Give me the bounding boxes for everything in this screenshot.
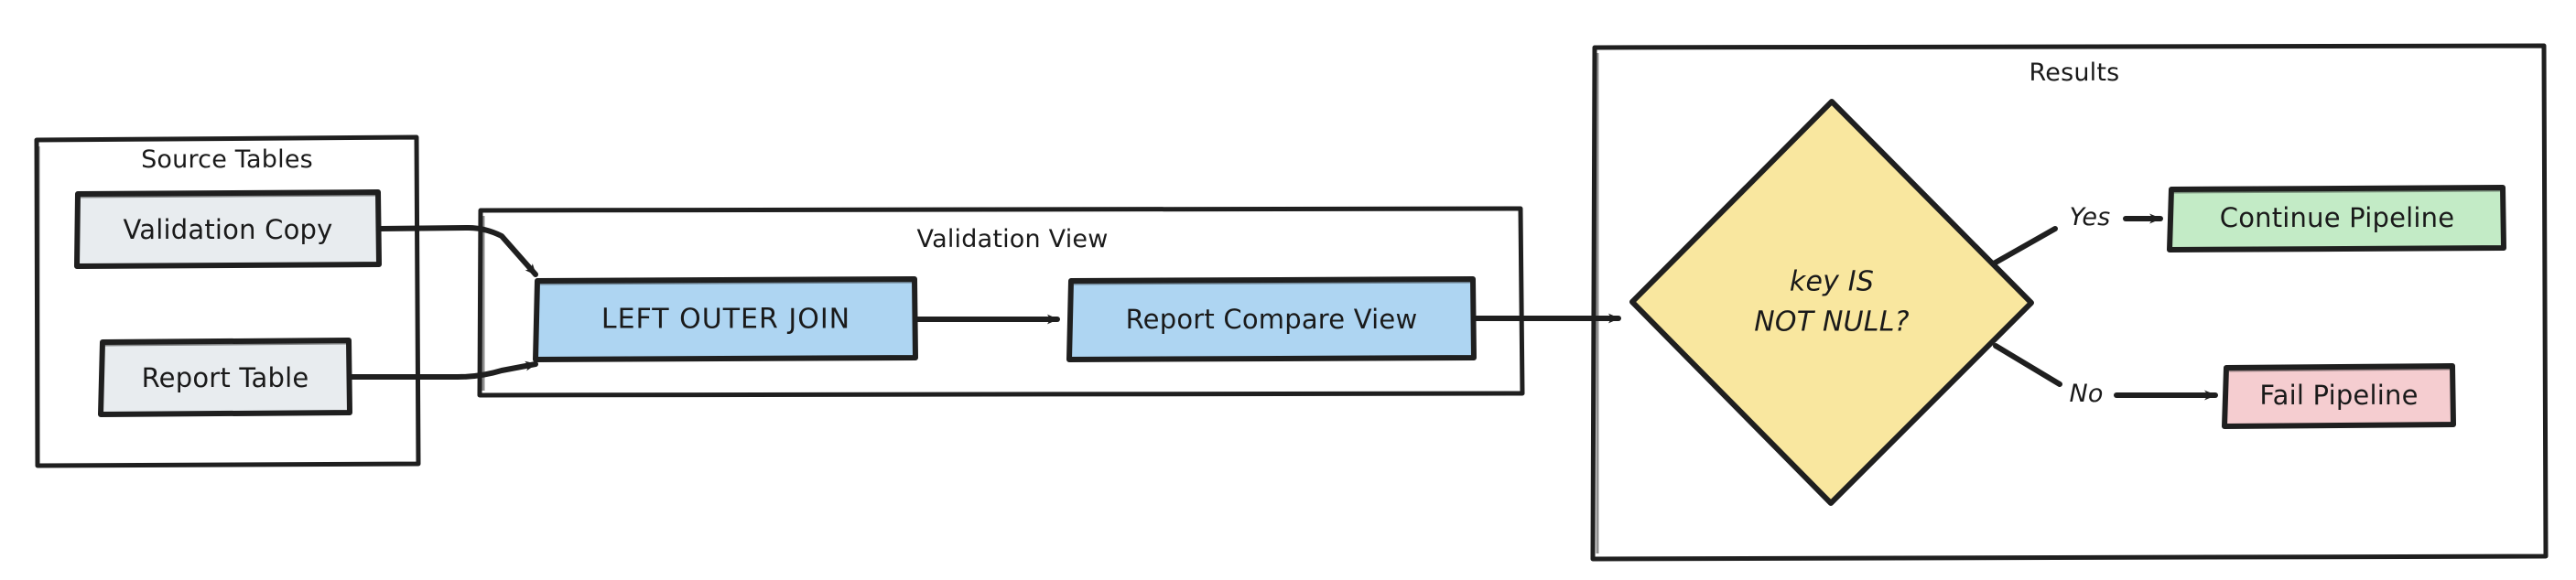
node-fail-pipeline[interactable] (2222, 363, 2456, 429)
node-label-fail-pipeline: Fail Pipeline (2259, 379, 2419, 411)
report-table-shape-sketch (104, 341, 348, 347)
group-results (1590, 43, 2549, 562)
node-label-report-table: Report Table (141, 361, 309, 393)
node-label-left-outer-join: LEFT OUTER JOIN (601, 303, 851, 336)
validation-copy-shape-sketch (80, 193, 377, 199)
report-compare-view-shape-sketch (1073, 280, 1472, 285)
group-label-validation-view: Validation View (916, 225, 1109, 254)
group-label-results: Results (2029, 59, 2120, 88)
decision-label-line1: key IS (1789, 265, 1875, 298)
decision-diamond-shape[interactable] (1629, 99, 2034, 506)
fail-pipeline-shape[interactable] (2222, 363, 2456, 429)
report-table-shape[interactable] (98, 338, 352, 417)
node-label-report-compare-view: Report Compare View (1125, 303, 1418, 335)
fail-pipeline-shape-sketch (2228, 367, 2452, 372)
node-label-continue-pipeline: Continue Pipeline (2219, 201, 2455, 233)
edge-label-yes: Yes (2069, 203, 2111, 232)
decision-label-line2: NOT NULL? (1754, 306, 1910, 338)
group-source-tables (34, 134, 421, 468)
node-label-validation-copy: Validation Copy (123, 213, 333, 245)
group-validation-view (477, 206, 1525, 398)
group-label-source-tables: Source Tables (141, 145, 313, 175)
node-left-outer-join[interactable] (533, 276, 918, 362)
validation-copy-shape[interactable] (74, 189, 382, 269)
node-report-table[interactable] (98, 338, 352, 417)
continue-pipeline-shape-sketch (2173, 188, 2502, 194)
edge-validation-copy-to-join (376, 225, 538, 277)
node-decision-key-is-not-null[interactable] (1629, 99, 2034, 506)
node-continue-pipeline[interactable] (2167, 185, 2506, 252)
left-outer-join-shape[interactable] (533, 276, 918, 362)
edge-decision-no (1993, 343, 2218, 401)
validation-view-frame (477, 206, 1525, 398)
edge-label-no: No (2069, 380, 2104, 409)
continue-pipeline-shape[interactable] (2167, 185, 2506, 252)
node-report-compare-view[interactable] (1066, 276, 1477, 362)
left-outer-join-shape-sketch (539, 280, 914, 285)
report-compare-view-shape[interactable] (1066, 276, 1477, 362)
source-tables-frame (34, 134, 421, 468)
node-validation-copy[interactable] (74, 189, 382, 269)
results-frame (1590, 43, 2549, 562)
edge-report-table-to-join (347, 360, 538, 380)
edge-decision-yes (1991, 213, 2163, 266)
